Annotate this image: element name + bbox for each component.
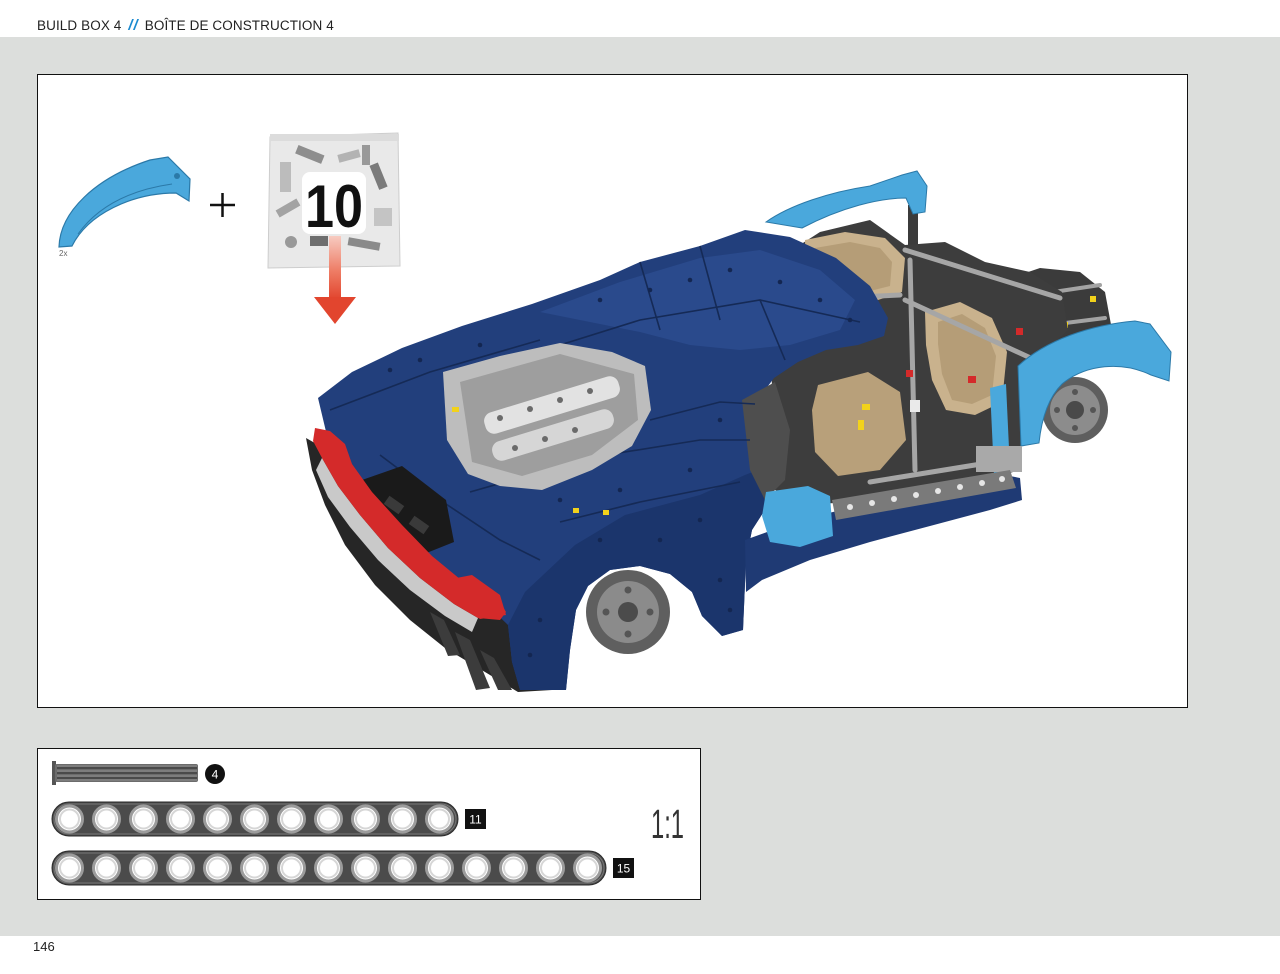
rear-fascia xyxy=(316,458,478,632)
beam-15-part-image xyxy=(51,850,607,886)
header-title-english: BUILD BOX 4 xyxy=(37,18,122,33)
page-number: 146 xyxy=(33,939,55,954)
beam-length-label: 11 xyxy=(469,813,482,827)
axle-part-image xyxy=(52,761,198,785)
arrow-down-icon xyxy=(314,236,356,324)
beam-11-part-image xyxy=(51,801,459,837)
scale-label: 1:1 xyxy=(651,801,684,847)
beam-length-badge xyxy=(613,858,634,878)
header-title-french: BOÎTE DE CONSTRUCTION 4 xyxy=(144,18,334,33)
fender-quantity: 2x xyxy=(59,249,67,258)
header-separator: // xyxy=(128,17,139,34)
taillights xyxy=(313,428,506,620)
axle-count-label: 4 xyxy=(212,768,219,782)
front-fender-far xyxy=(764,170,928,245)
parts-list-illustration: 1:1 4 11 15 xyxy=(51,761,684,886)
front-fender-near xyxy=(976,320,1172,474)
car-model-illustration xyxy=(306,170,1172,692)
beam-length-badge xyxy=(465,809,486,829)
build-step-illustration: 2x 10 xyxy=(58,132,1172,692)
bag-number: 10 xyxy=(305,173,363,240)
plus-icon xyxy=(210,193,235,217)
beam-length-label: 15 xyxy=(617,862,631,876)
build-step-panel: 2x 10 xyxy=(37,74,1188,708)
fender-part-image xyxy=(58,156,191,248)
front-wheel xyxy=(1042,377,1108,443)
page-header: BUILD BOX 4 // BOÎTE DE CONSTRUCTION 4 xyxy=(37,18,334,34)
parts-list-panel: 1:1 4 11 15 xyxy=(37,748,701,900)
side-sill xyxy=(573,470,1022,592)
axle-count-badge xyxy=(205,764,225,784)
engine-bay xyxy=(443,343,651,490)
rear-wheel xyxy=(586,570,670,654)
parts-bag-image xyxy=(267,132,401,269)
